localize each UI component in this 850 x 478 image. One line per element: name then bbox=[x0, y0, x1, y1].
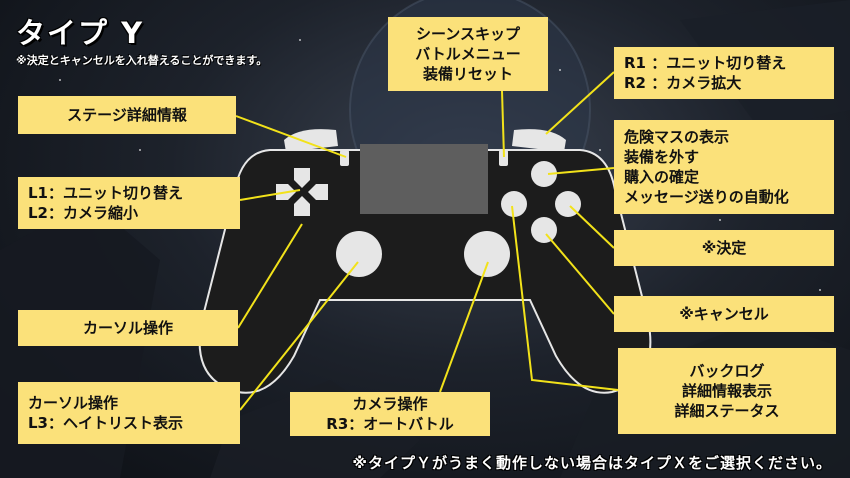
label-triangle-button: 危険マスの表示 装備を外す 購入の確定 メッセージ送りの自動化 bbox=[614, 120, 834, 214]
label-text: R2 ：カメラ拡大 bbox=[624, 74, 742, 92]
label-text: メッセージ送りの自動化 bbox=[624, 188, 789, 206]
label-text: 危険マスの表示 bbox=[624, 128, 730, 146]
label-left-stick: カーソル操作 L3：ヘイトリスト表示 bbox=[18, 382, 240, 444]
share-button bbox=[340, 150, 349, 166]
label-text: ステージ詳細情報 bbox=[67, 106, 187, 124]
label-text: ※キャンセル bbox=[679, 305, 769, 323]
label-text: カーソル操作 bbox=[28, 394, 119, 412]
label-text: 詳細ステータス bbox=[674, 402, 780, 420]
label-square-button: バックログ 詳細情報表示 詳細ステータス bbox=[618, 348, 836, 434]
label-l1-l2: L1：ユニット切り替え L2：カメラ縮小 bbox=[18, 177, 240, 229]
square-button bbox=[501, 191, 527, 217]
label-text: 購入の確定 bbox=[624, 168, 700, 186]
left-stick bbox=[336, 231, 382, 277]
label-text: L2：カメラ縮小 bbox=[28, 204, 138, 222]
label-text: カメラ操作 bbox=[352, 395, 428, 413]
label-text: L3：ヘイトリスト表示 bbox=[28, 414, 183, 432]
right-stick bbox=[464, 231, 510, 277]
label-text: 装備を外す bbox=[624, 148, 700, 166]
l1-shoulder-button bbox=[284, 129, 338, 152]
label-cross-button: ※キャンセル bbox=[614, 296, 834, 332]
dpad-up-icon bbox=[294, 168, 310, 188]
label-options-button: シーンスキップ バトルメニュー 装備リセット bbox=[388, 17, 548, 91]
label-stage-detail: ステージ詳細情報 bbox=[18, 96, 236, 134]
label-text: バトルメニュー bbox=[415, 45, 521, 63]
label-text: R3：オートバトル bbox=[326, 415, 454, 433]
options-button bbox=[499, 150, 508, 166]
footnote-text: ※タイプＹがうまく動作しない場合はタイプＸをご選択ください。 bbox=[352, 454, 832, 472]
label-text: R1 ：ユニット切り替え bbox=[624, 54, 787, 72]
touchpad bbox=[360, 144, 488, 214]
label-text: ※決定 bbox=[701, 239, 747, 257]
r1-shoulder-button bbox=[512, 129, 566, 152]
dpad-down-icon bbox=[294, 196, 310, 216]
label-text: 詳細情報表示 bbox=[681, 382, 772, 400]
label-text: L1：ユニット切り替え bbox=[28, 184, 183, 202]
label-text: 装備リセット bbox=[422, 65, 513, 83]
label-dpad-cursor: カーソル操作 bbox=[18, 310, 238, 346]
label-circle-button: ※決定 bbox=[614, 230, 834, 266]
cross-button bbox=[531, 217, 557, 243]
dpad-right-icon bbox=[308, 184, 328, 200]
page-subtitle: ※決定とキャンセルを入れ替えることができます。 bbox=[16, 54, 268, 67]
label-r1-r2: R1 ：ユニット切り替え R2 ：カメラ拡大 bbox=[614, 47, 834, 99]
page-title: タイプ Y bbox=[16, 16, 145, 50]
label-right-stick: カメラ操作 R3：オートバトル bbox=[290, 392, 490, 436]
label-text: シーンスキップ bbox=[416, 25, 520, 43]
circle-button bbox=[555, 191, 581, 217]
label-text: バックログ bbox=[689, 362, 765, 380]
triangle-button bbox=[531, 161, 557, 187]
label-text: カーソル操作 bbox=[82, 319, 173, 337]
